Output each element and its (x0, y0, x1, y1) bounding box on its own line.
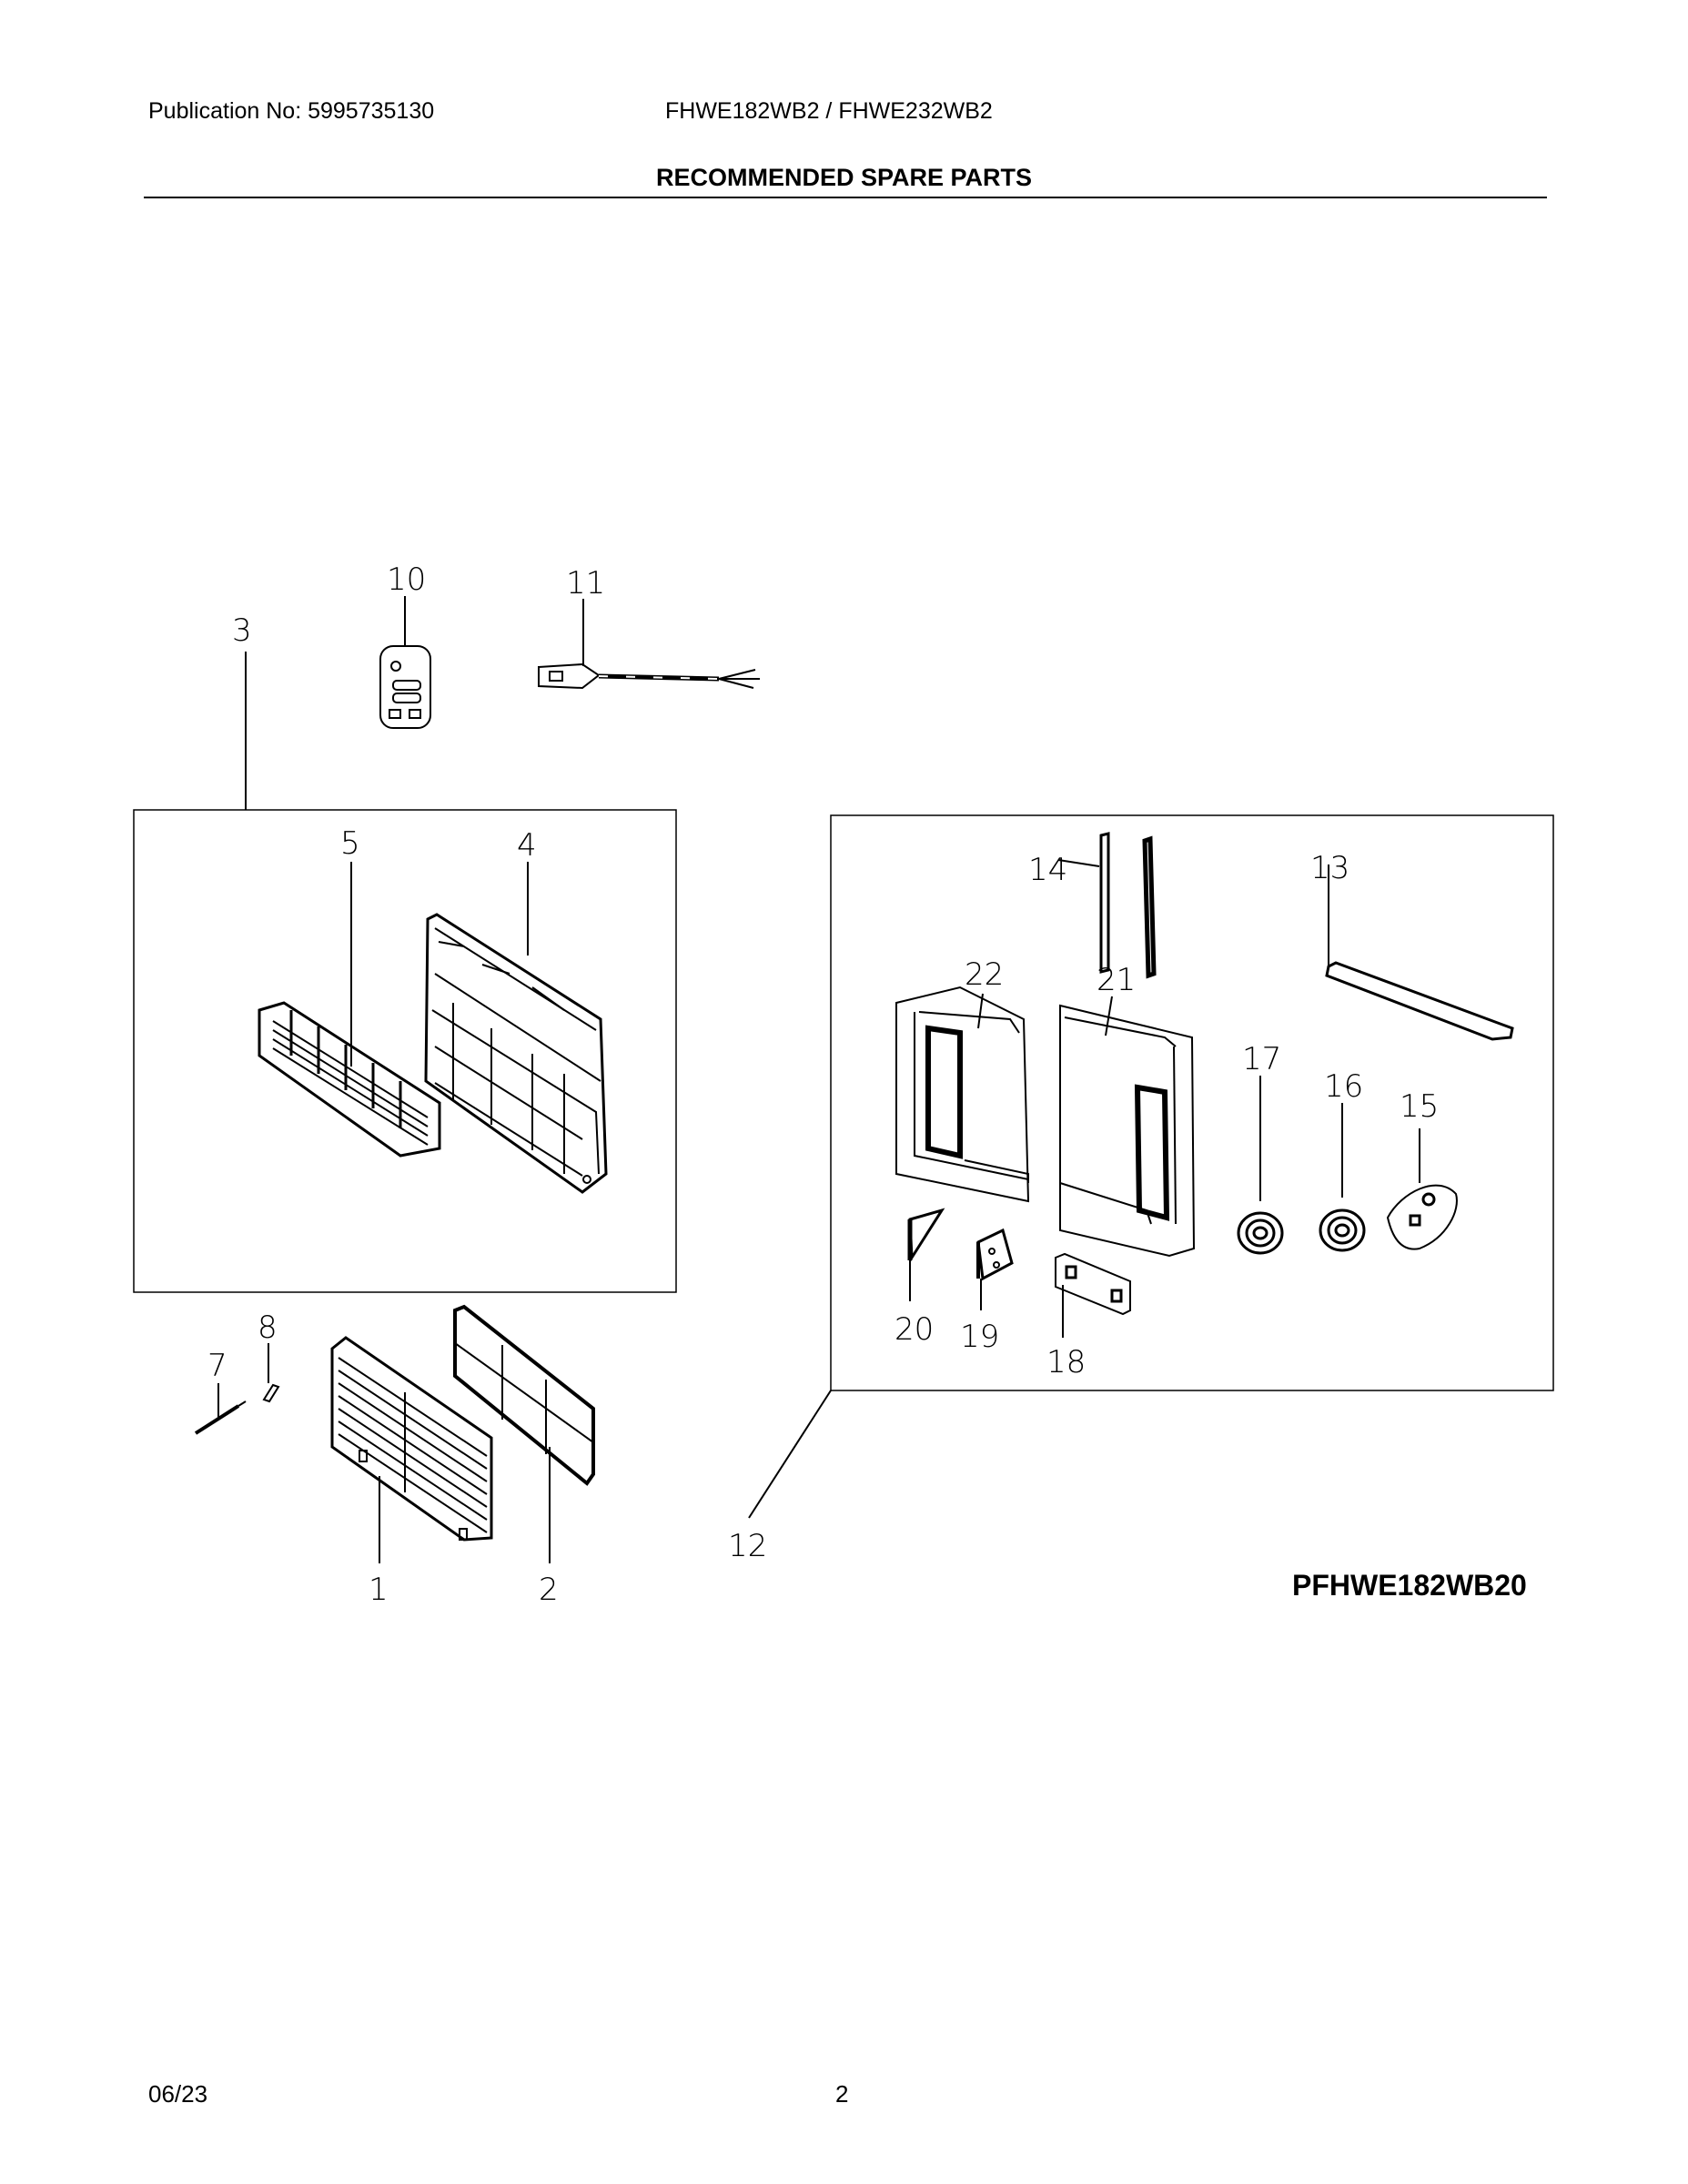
callout-1: 1 (369, 1572, 389, 1608)
screw-illustrations (194, 1343, 280, 1435)
footer-date: 06/23 (148, 2080, 208, 2108)
callout-11: 11 (566, 565, 605, 602)
front-panel-illustration (424, 862, 608, 1194)
callout-15: 15 (1400, 1088, 1439, 1125)
callout-21: 21 (1097, 962, 1136, 998)
callout-8: 8 (258, 1309, 278, 1346)
callout-3: 3 (232, 612, 252, 649)
top-rail-illustration (1325, 864, 1514, 1041)
side-curtain-strips-illustration (1057, 832, 1157, 979)
front-grille-illustration (330, 1336, 493, 1563)
sill-support-illustration (1055, 1252, 1131, 1338)
right-side-curtain-illustration (1059, 996, 1196, 1258)
callout-20: 20 (895, 1311, 934, 1348)
hardware-bag-illustration (1386, 1128, 1458, 1250)
front-panel-group-box (133, 809, 677, 1293)
callout-19: 19 (960, 1319, 999, 1355)
left-side-curtain-illustration (895, 986, 1030, 1203)
installation-kit-group-box (830, 814, 1554, 1391)
publication-number: Publication No: 5995735130 (148, 98, 435, 124)
air-filter-illustration (453, 1304, 595, 1563)
diagram-code: PFHWE182WB20 (1292, 1569, 1527, 1602)
callout-12: 12 (728, 1528, 767, 1564)
callout-16: 16 (1324, 1068, 1363, 1105)
callout-18: 18 (1046, 1344, 1086, 1380)
callout-labels: 1 2 3 4 5 7 8 10 11 12 13 14 15 16 17 18… (207, 561, 1439, 1608)
model-numbers: FHWE182WB2 / FHWE232WB2 (665, 98, 993, 124)
page-title: RECOMMENDED SPARE PARTS (655, 164, 1033, 191)
callout-10: 10 (387, 561, 426, 598)
callout-17: 17 (1242, 1041, 1281, 1077)
callout-22: 22 (965, 956, 1004, 993)
callout-5: 5 (340, 825, 360, 862)
page-number: 2 (835, 2080, 849, 2108)
power-cord-illustration (538, 599, 760, 690)
header-divider (144, 197, 1547, 198)
louver-assembly-illustration (258, 862, 441, 1158)
callout-13: 13 (1310, 850, 1349, 886)
callout-14: 14 (1028, 852, 1067, 888)
callout-2: 2 (539, 1572, 559, 1608)
callout-4: 4 (517, 827, 537, 864)
callout-7: 7 (207, 1348, 227, 1384)
foam-seal-illustrations (1237, 1076, 1366, 1255)
mounting-brackets-illustration (907, 1208, 1014, 1310)
remote-control-illustration (379, 596, 431, 729)
